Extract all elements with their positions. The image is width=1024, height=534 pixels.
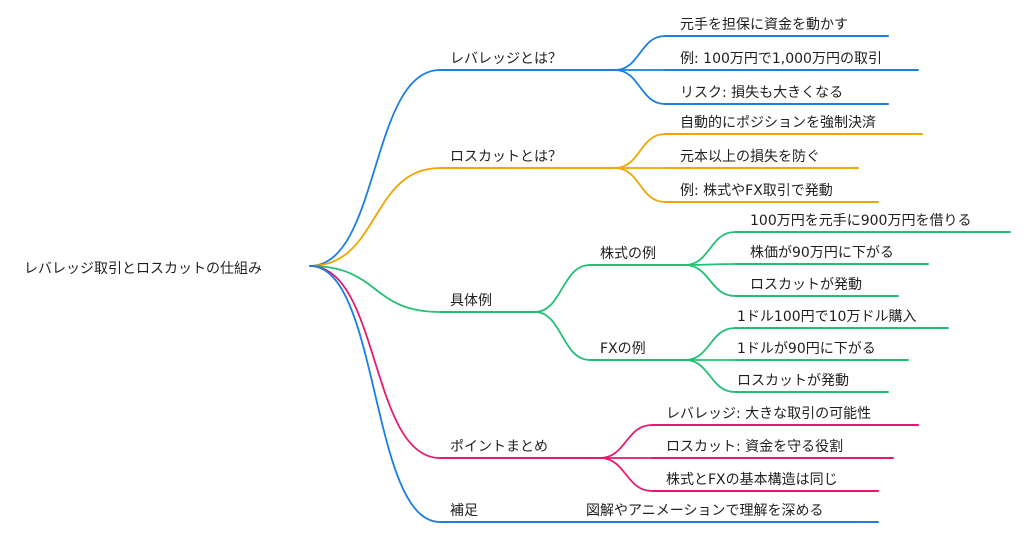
edge-losscut-3	[614, 167, 666, 203]
edge-leverage-3	[614, 69, 666, 105]
edge-root-summary	[309, 265, 441, 459]
branch-label-summary: ポイントまとめ	[450, 439, 548, 455]
branch-label-supplement: 補足	[450, 503, 478, 519]
edge-examples-stock	[534, 264, 591, 313]
leaf-stock-3: ロスカットが発動	[750, 277, 862, 293]
branch-label-examples: 具体例	[450, 293, 492, 309]
leaf-fx-1: 1ドル100円で10万ドル購入	[737, 309, 916, 325]
edge-root-examples	[309, 265, 441, 313]
leaf-summary-2: ロスカット: 資金を守る役割	[666, 438, 843, 455]
edge-fx-3	[684, 359, 736, 393]
branch-summary: ポイントまとめ レバレッジ: 大きな取引の可能性 ロスカット: 資金を守る役割 …	[309, 265, 919, 492]
edge-summary-3	[599, 457, 653, 492]
edge-fx-1	[684, 327, 736, 361]
branch-label-losscut: ロスカットとは？	[450, 149, 562, 165]
root-label: レバレッジ取引とロスカットの仕組み	[24, 261, 262, 277]
group-label-stock: 株式の例	[600, 246, 656, 262]
leaf-leverage-1: 元手を担保に資金を動かす	[680, 17, 848, 33]
leaf-summary-1: レバレッジ: 大きな取引の可能性	[666, 406, 871, 422]
group-label-fx: FXの例	[600, 341, 646, 357]
leaf-losscut-1: 自動的にポジションを強制決済	[680, 115, 876, 131]
leaf-supplement-1: 図解やアニメーションで理解を深める	[586, 503, 823, 519]
branch-supplement: 補足 図解やアニメーションで理解を深める	[309, 265, 879, 523]
leaf-fx-3: ロスカットが発動	[737, 373, 849, 389]
leaf-summary-3: 株式とFXの基本構造は同じ	[666, 471, 838, 488]
leaf-leverage-2: 例: 100万円で1,000万円の取引	[680, 51, 882, 67]
leaf-stock-1: 100万円を元手に900万円を借りる	[750, 213, 971, 229]
branch-label-leverage: レバレッジとは？	[450, 51, 562, 67]
branch-losscut: ロスカットとは？ 自動的にポジションを強制決済 元本以上の損失を防ぐ 例: 株式…	[309, 115, 923, 267]
leaf-fx-2: 1ドルが90円に下がる	[737, 341, 876, 357]
edge-examples-fx	[534, 311, 591, 361]
leaf-leverage-3: リスク: 損失も大きくなる	[680, 85, 843, 101]
edge-root-leverage	[309, 69, 441, 267]
edge-root-losscut	[309, 167, 441, 267]
leaf-losscut-2: 元本以上の損失を防ぐ	[680, 149, 820, 165]
edge-stock-1	[684, 231, 736, 266]
branch-examples: 具体例 株式の例 FXの例 100万円を元手に900万円を借りる 株価が90万円…	[309, 213, 1011, 393]
edge-stock-2	[684, 263, 736, 266]
leaf-losscut-3: 例: 株式やFX取引で発動	[680, 183, 833, 199]
branch-leverage: レバレッジとは？ 元手を担保に資金を動かす 例: 100万円で1,000万円の取…	[309, 17, 919, 267]
edge-leverage-1	[614, 35, 666, 71]
leaf-stock-2: 株価が90万円に下がる	[750, 245, 894, 261]
edge-root-supplement	[309, 265, 441, 523]
edge-losscut-1	[614, 133, 666, 169]
edge-stock-3	[684, 264, 736, 297]
edge-summary-1	[599, 424, 653, 459]
